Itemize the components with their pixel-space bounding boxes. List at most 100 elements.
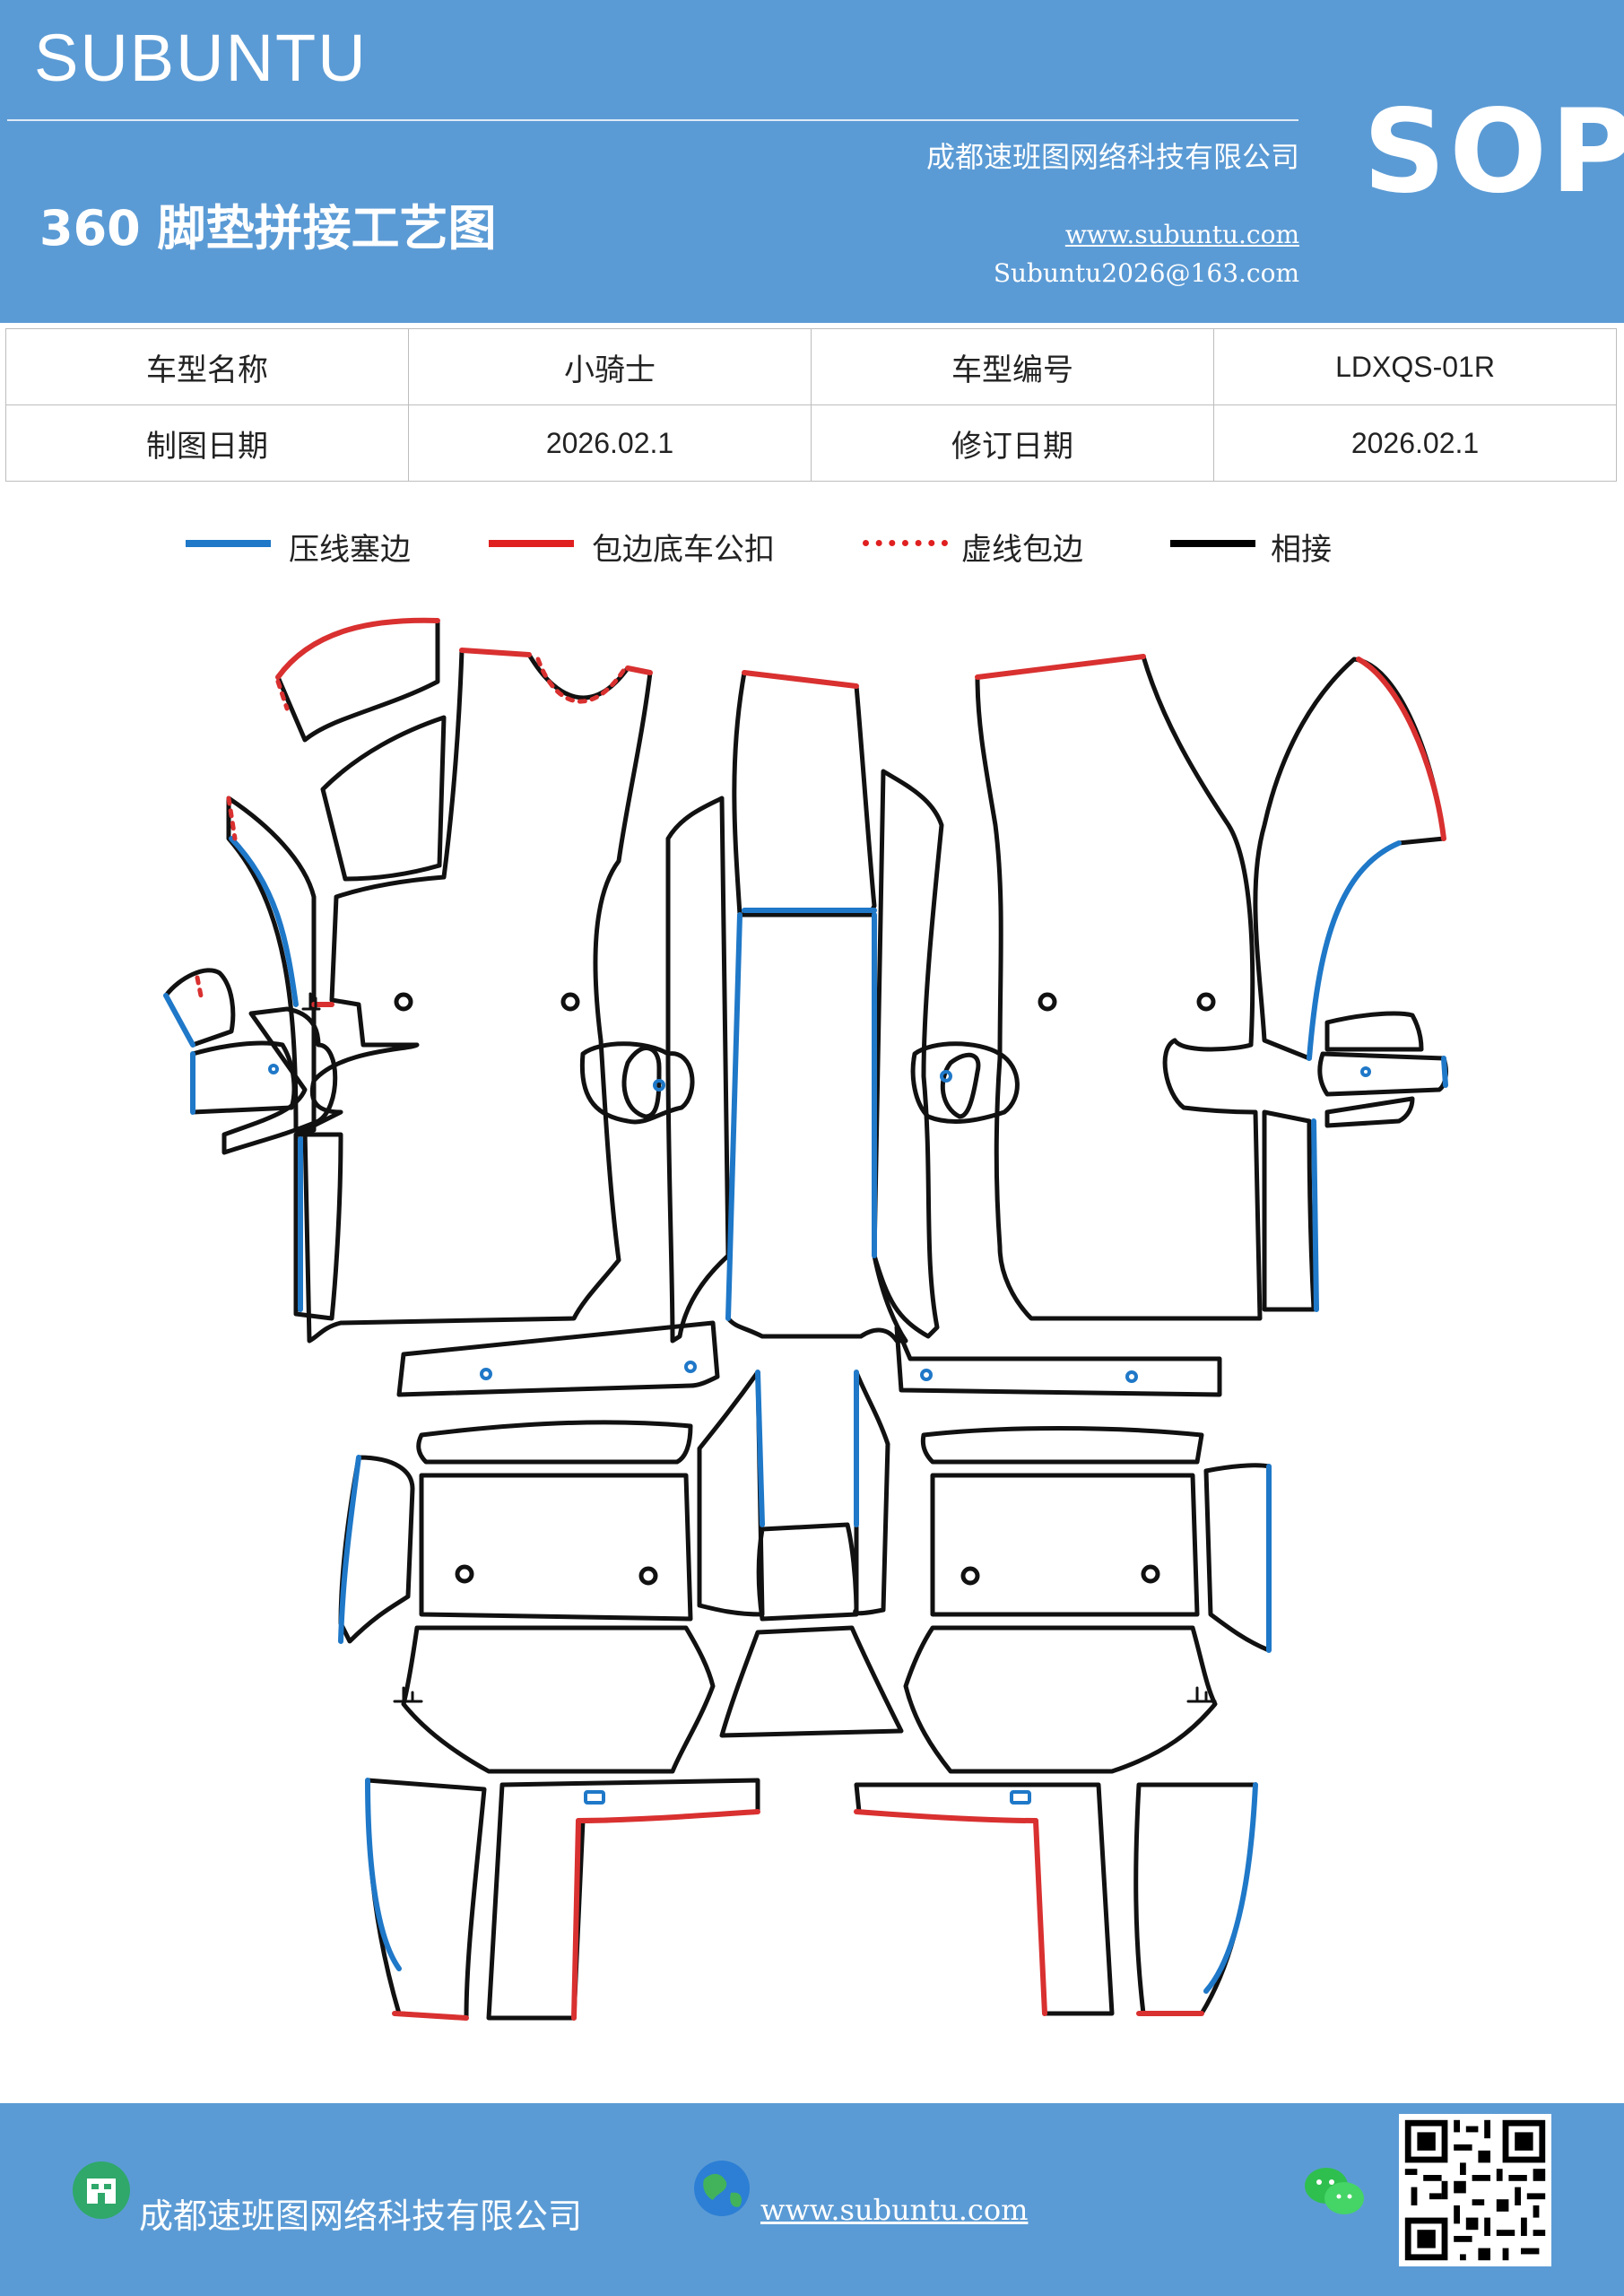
wechat-icon [1305, 2168, 1364, 2214]
blue-edge [229, 836, 299, 1007]
mat-piece [894, 1325, 1222, 1397]
label-drawing-date: 制图日期 [5, 404, 409, 482]
mat-piece [872, 769, 944, 1339]
mat-piece [396, 1320, 720, 1397]
red-edge [1356, 657, 1446, 841]
footer-website-link[interactable]: www.subuntu.com [760, 2193, 1029, 2227]
mat-piece [665, 796, 731, 1344]
blue-edge [338, 1455, 361, 1644]
mat-piece [302, 648, 653, 1344]
mat-piece [853, 1370, 890, 1616]
clip-hole [480, 1368, 492, 1380]
legend-red-dotted-line [863, 540, 948, 546]
red-dotted-edge [535, 657, 626, 704]
blue-edge [1311, 1118, 1319, 1312]
line-legend: 压线塞边 包边底车公扣 虚线包边 相接 [0, 525, 1624, 570]
hole [560, 992, 580, 1012]
header-divider [7, 119, 1298, 121]
blue-edge [1441, 1056, 1448, 1088]
table-row: 制图日期 2026.02.1 修订日期 2026.02.1 [5, 404, 1617, 482]
hole [638, 1566, 658, 1586]
clip-hole [1360, 1066, 1371, 1077]
red-dotted-edge [226, 796, 238, 841]
sop-badge: SOP [1363, 85, 1624, 219]
mat-piece [756, 1522, 859, 1622]
blue-edge [725, 912, 743, 1321]
mat-piece [275, 618, 440, 743]
hole [1038, 992, 1057, 1012]
joint-mark [393, 1686, 423, 1703]
value-revision-date: 2026.02.1 [1213, 404, 1617, 482]
mat-piece [320, 715, 447, 882]
mat-piece [338, 1455, 415, 1644]
mat-piece [903, 1625, 1218, 1774]
mat-piece [419, 1473, 693, 1622]
legend-red-line [489, 540, 574, 547]
mat-piece [401, 1625, 716, 1774]
red-dotted-edge [275, 679, 290, 711]
red-dotted-edge [195, 975, 204, 1003]
mat-piece [910, 1041, 1020, 1124]
blue-edge [163, 993, 195, 1048]
clip-hole [684, 1361, 697, 1373]
red-edge [275, 617, 440, 680]
hole [1141, 1564, 1160, 1584]
mat-piece [725, 912, 908, 1344]
hole [394, 992, 413, 1012]
joint-mark [301, 992, 321, 1011]
clip-hole [653, 1079, 665, 1091]
joint-mark [1186, 1686, 1217, 1703]
mat-piece [719, 1625, 904, 1738]
red-edge [571, 1818, 581, 2021]
label-revision-date: 修订日期 [811, 404, 1214, 482]
mat-piece [163, 968, 236, 1048]
red-edge [854, 1809, 1038, 1823]
footer-banner: 成都速班图网络科技有限公司 www.subuntu.com [0, 2103, 1624, 2296]
clip-hole [920, 1369, 933, 1381]
website-link[interactable]: www.subuntu.com [1064, 220, 1299, 249]
brand-logo-text: SUBUNTU [34, 21, 368, 95]
mat-piece [365, 1778, 487, 2021]
blue-edge [365, 1778, 402, 1971]
red-edge [625, 665, 653, 675]
blue-edge [755, 1370, 765, 1527]
mat-piece [975, 654, 1263, 1321]
mat-piece [293, 1132, 343, 1321]
hole [1196, 992, 1216, 1012]
mat-piece [1133, 1782, 1258, 2016]
legend-label: 压线塞边 [289, 532, 411, 568]
company-name: 成都速班图网络科技有限公司 [925, 140, 1299, 174]
hole [455, 1564, 474, 1584]
hole [960, 1566, 980, 1586]
legend-label: 包边底车公扣 [592, 532, 775, 568]
document-title: 360 脚垫拼接工艺图 [39, 200, 497, 257]
red-edge [576, 1809, 760, 1823]
mat-piece [1317, 1051, 1448, 1097]
mat-piece [920, 1426, 1204, 1465]
mat-piece [579, 1041, 695, 1125]
header-banner: SUBUNTU 360 脚垫拼接工艺图 成都速班图网络科技有限公司 www.su… [0, 0, 1624, 323]
table-row: 车型名称 小骑士 车型编号 LDXQS-01R [5, 328, 1617, 405]
globe-icon [694, 2161, 750, 2216]
mat-piece [1253, 657, 1446, 1061]
mat-piece [1324, 1011, 1424, 1052]
legend-blue-line [186, 540, 271, 547]
mat-piece [1262, 1109, 1316, 1312]
legend-label: 相接 [1271, 532, 1332, 568]
red-edge [742, 670, 859, 689]
red-edge [392, 2011, 469, 2021]
value-drawing-date: 2026.02.1 [408, 404, 812, 482]
red-edge [1033, 1818, 1047, 2016]
clip-slot [584, 1790, 605, 1805]
mat-piece [1324, 1096, 1415, 1128]
value-model-code: LDXQS-01R [1213, 328, 1617, 405]
label-model-code: 车型编号 [811, 328, 1214, 405]
mat-piece [697, 1370, 765, 1617]
blue-edge [1203, 1782, 1258, 1994]
company-icon [73, 2161, 130, 2219]
legend-label: 虚线包边 [961, 532, 1083, 568]
label-model-name: 车型名称 [5, 328, 409, 405]
legend-black-line [1170, 540, 1255, 547]
clip-hole [1125, 1370, 1138, 1383]
mat-piece [190, 1040, 297, 1115]
